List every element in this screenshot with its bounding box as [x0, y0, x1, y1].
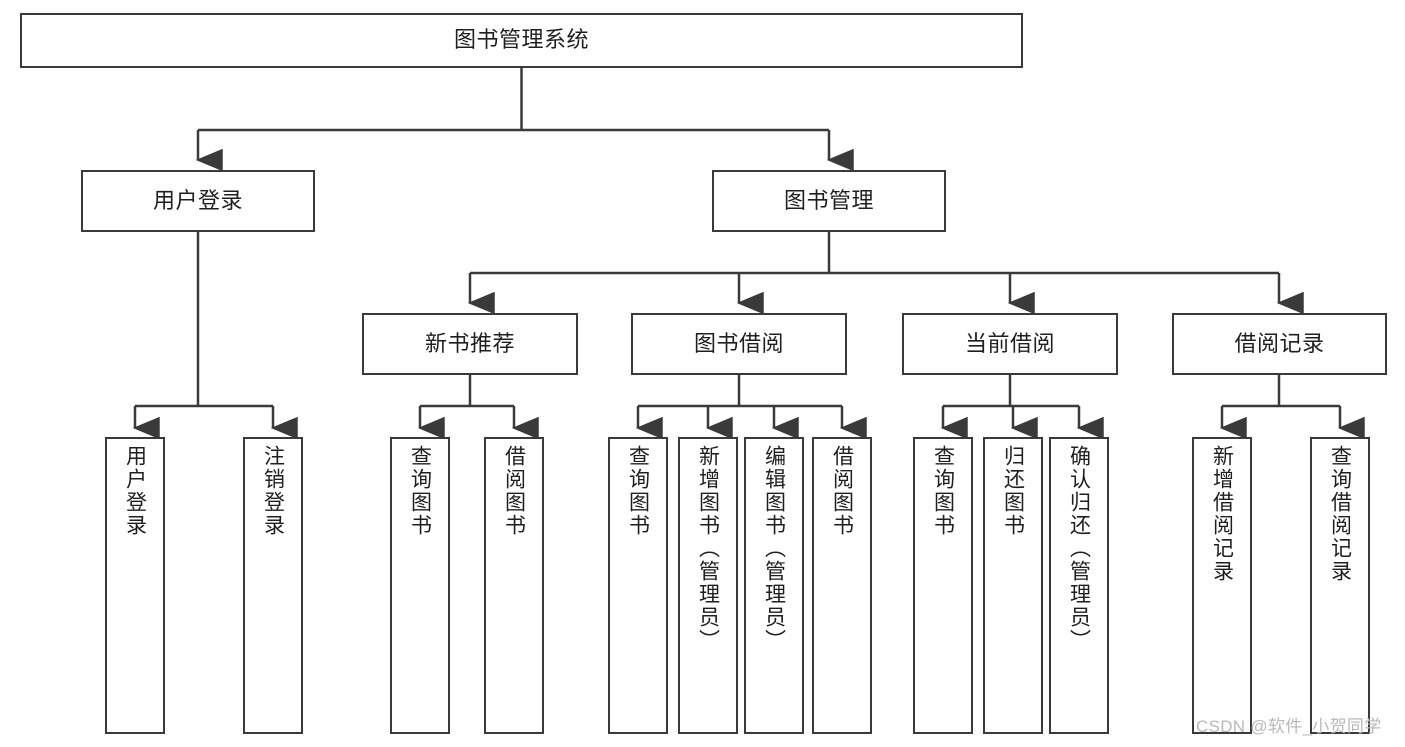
leaf-query-book-new-label: 查询图书	[408, 445, 432, 537]
node-current-borrow-label: 当前借阅	[964, 330, 1055, 356]
node-book-borrow[interactable]: 图书借阅	[631, 313, 847, 375]
leaf-query-borrow-record[interactable]: 查询借阅记录	[1310, 437, 1370, 734]
node-current-borrow[interactable]: 当前借阅	[902, 313, 1118, 375]
leaf-edit-book-admin[interactable]: 编辑图书（管理员）	[744, 437, 804, 734]
node-root[interactable]: 图书管理系统	[20, 13, 1023, 68]
leaf-user-logout-label: 注销登录	[261, 445, 285, 537]
watermark: CSDN @软件_小贺同学	[1196, 717, 1382, 736]
leaf-add-borrow-record[interactable]: 新增借阅记录	[1192, 437, 1252, 734]
leaf-edit-book-admin-label: 编辑图书（管理员）	[762, 445, 786, 652]
leaf-borrow-book-new[interactable]: 借阅图书	[484, 437, 544, 734]
leaf-add-borrow-record-label: 新增借阅记录	[1210, 445, 1234, 583]
leaf-borrow-book-label: 借阅图书	[830, 445, 854, 537]
leaf-return-book-label: 归还图书	[1001, 445, 1025, 537]
leaf-confirm-return-admin-label: 确认归还（管理员）	[1067, 445, 1091, 652]
leaf-query-book-borrow[interactable]: 查询图书	[608, 437, 668, 734]
leaf-query-book-current[interactable]: 查询图书	[913, 437, 973, 734]
leaf-add-book-admin[interactable]: 新增图书（管理员）	[678, 437, 738, 734]
node-root-label: 图书管理系统	[453, 27, 589, 53]
node-book-management[interactable]: 图书管理	[712, 170, 946, 232]
node-user-login-label: 用户登录	[152, 187, 243, 213]
node-user-login[interactable]: 用户登录	[81, 170, 315, 232]
node-book-management-label: 图书管理	[783, 187, 874, 213]
leaf-user-login-label: 用户登录	[123, 445, 147, 537]
leaf-user-logout[interactable]: 注销登录	[243, 437, 303, 734]
node-new-book-recommend[interactable]: 新书推荐	[362, 313, 578, 375]
leaf-user-login[interactable]: 用户登录	[105, 437, 165, 734]
leaf-borrow-book-new-label: 借阅图书	[502, 445, 526, 537]
node-borrow-record[interactable]: 借阅记录	[1172, 313, 1387, 375]
leaf-add-book-admin-label: 新增图书（管理员）	[696, 445, 720, 652]
node-new-book-recommend-label: 新书推荐	[424, 330, 515, 356]
leaf-query-book-new[interactable]: 查询图书	[390, 437, 450, 734]
leaf-confirm-return-admin[interactable]: 确认归还（管理员）	[1049, 437, 1109, 734]
node-book-borrow-label: 图书借阅	[693, 330, 784, 356]
leaf-return-book[interactable]: 归还图书	[983, 437, 1043, 734]
leaf-borrow-book[interactable]: 借阅图书	[812, 437, 872, 734]
leaf-query-borrow-record-label: 查询借阅记录	[1328, 445, 1352, 583]
leaf-query-book-borrow-label: 查询图书	[626, 445, 650, 537]
node-borrow-record-label: 借阅记录	[1234, 330, 1325, 356]
leaf-query-book-current-label: 查询图书	[931, 445, 955, 537]
